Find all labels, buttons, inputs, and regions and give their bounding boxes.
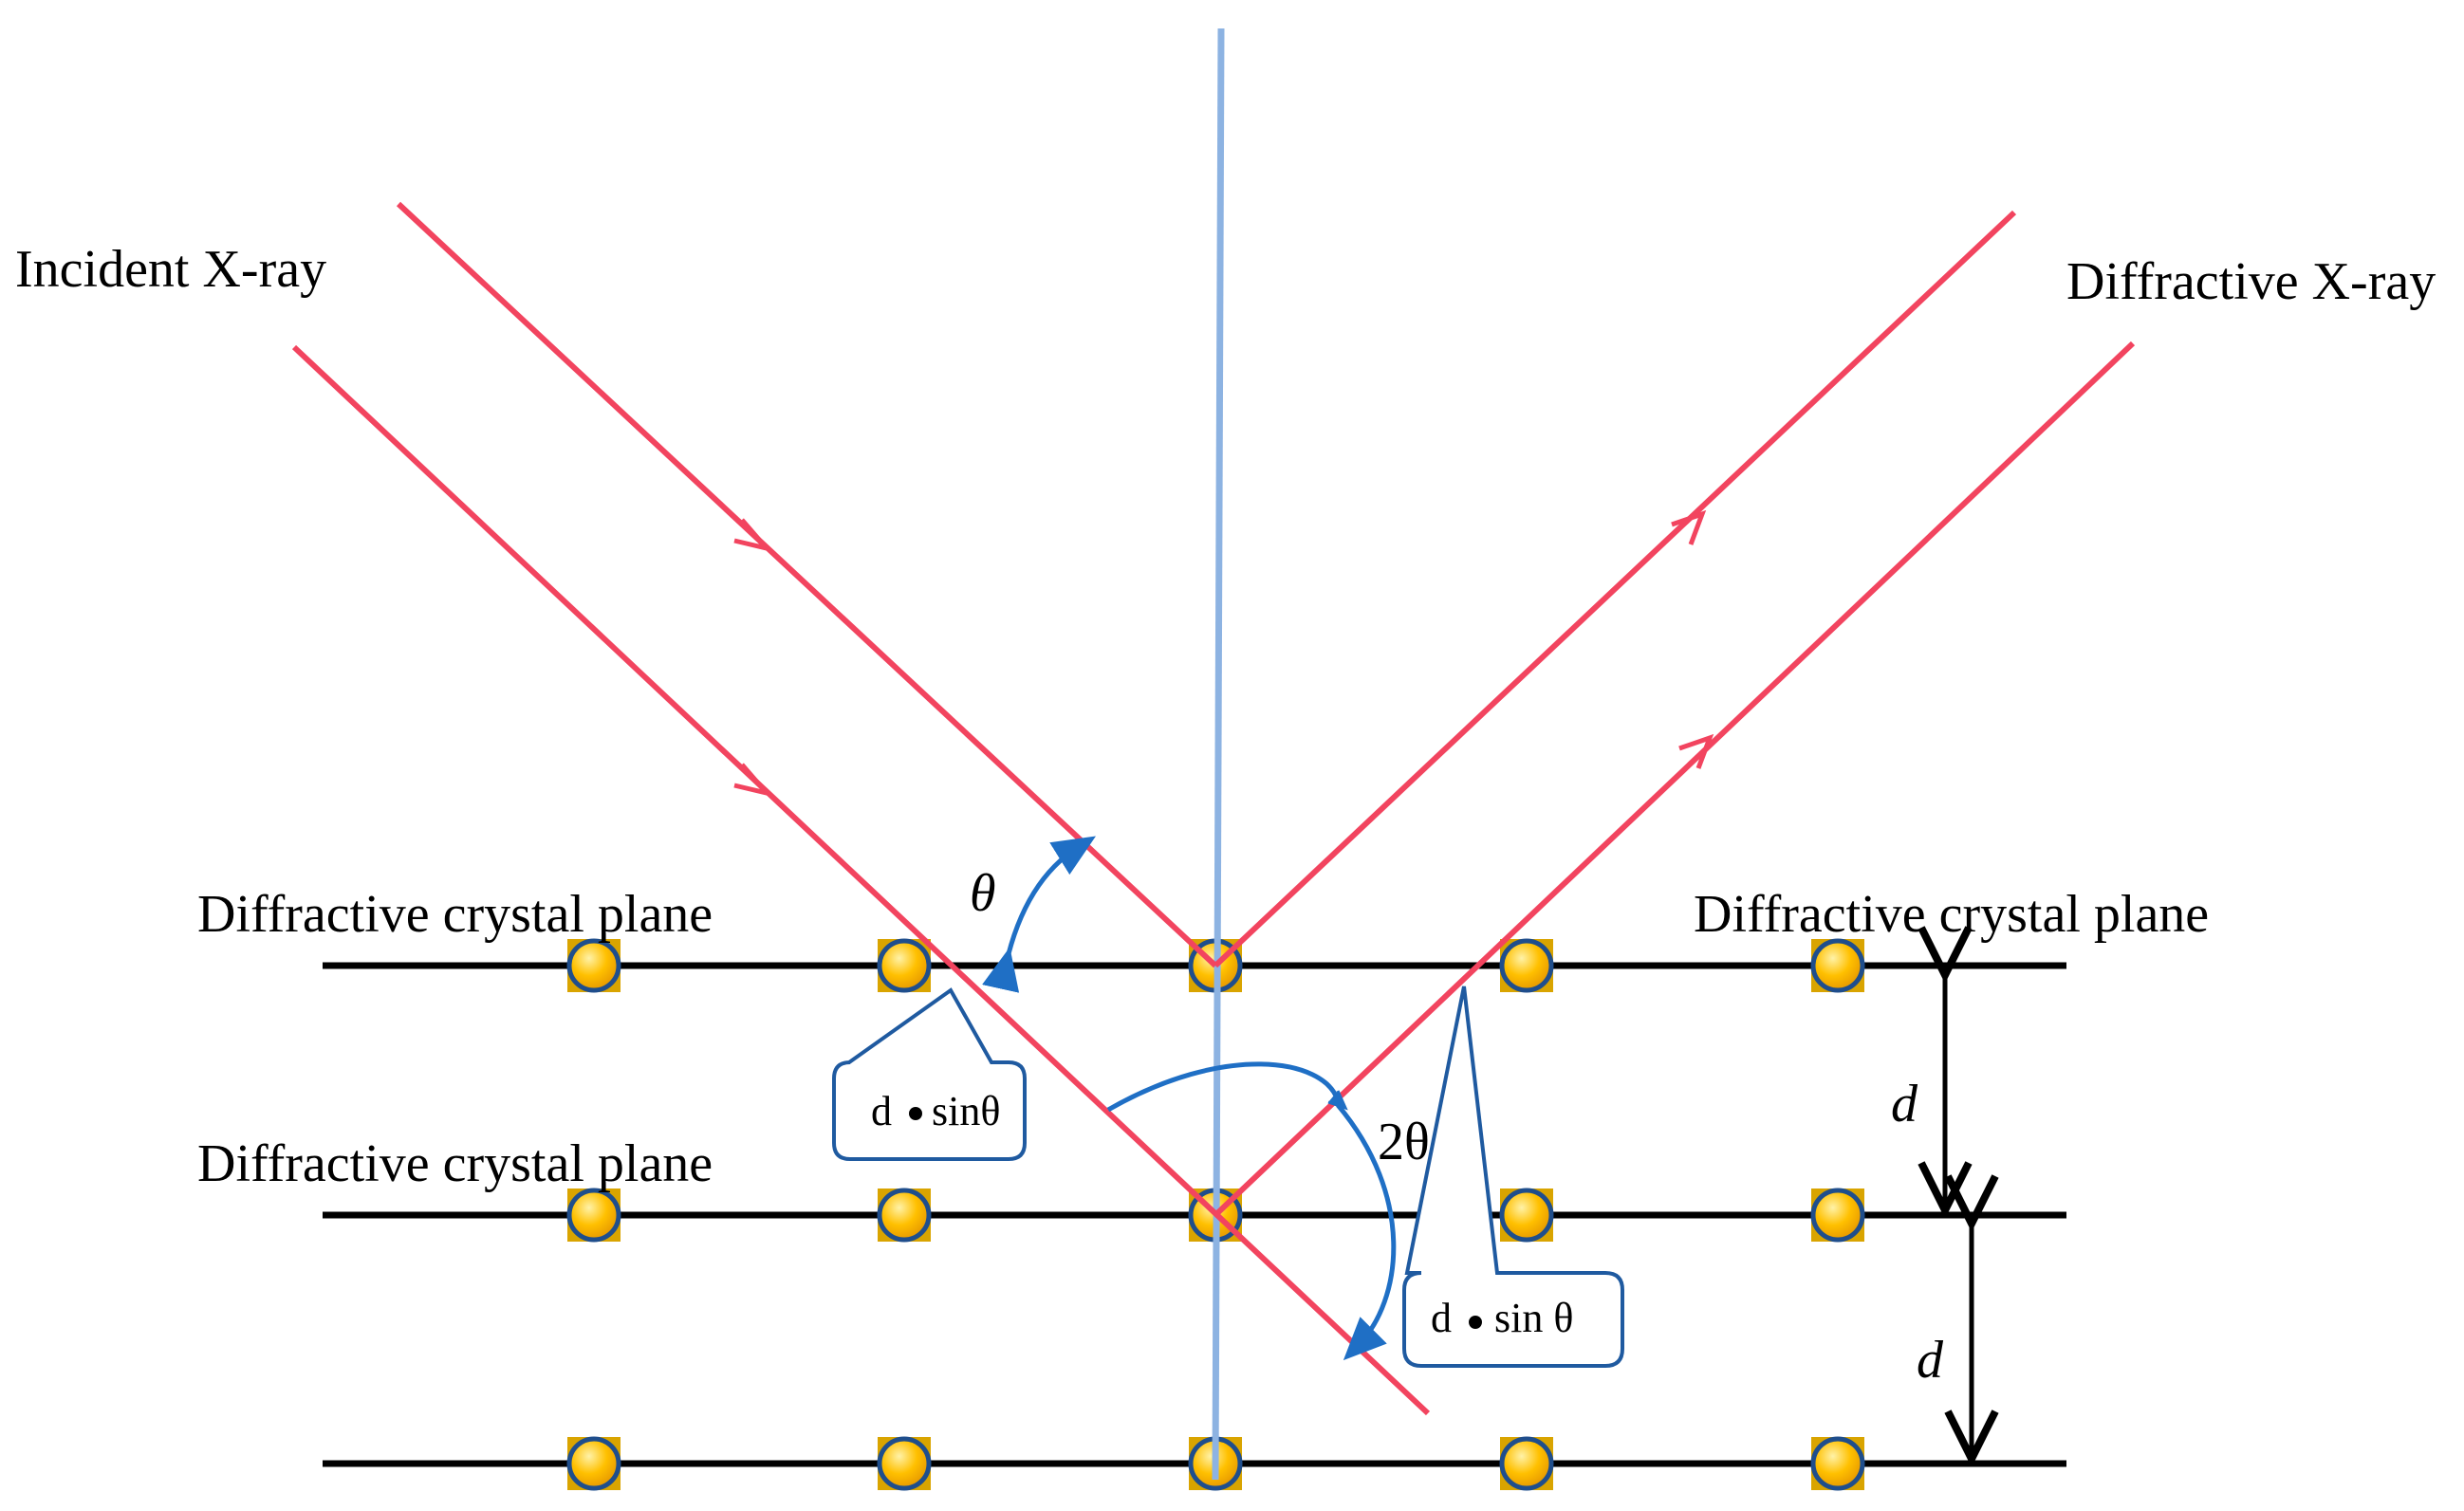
atom: [566, 938, 621, 993]
incident-xray-label: Incident X-ray: [15, 240, 326, 299]
atom: [566, 1188, 621, 1243]
incident-ray-1: [396, 201, 1218, 968]
plane-label-mid-left: Diffractive crystal plane: [197, 1134, 713, 1193]
atom: [877, 1188, 932, 1243]
diffracted-ray-2: [1213, 341, 2136, 1218]
incident-arrow-2: [733, 763, 773, 798]
callout-left-dot: [909, 1107, 922, 1120]
d-label-upper: d: [1891, 1075, 1918, 1133]
two-theta-label: 2θ: [1378, 1113, 1430, 1171]
theta-angle-arc: [982, 836, 1096, 993]
two-theta-arrowhead-top: [1327, 1090, 1348, 1111]
callout-right-box: [1402, 986, 1624, 1368]
normal-line: [1212, 28, 1225, 1481]
callout-right-d: d: [1431, 1295, 1452, 1341]
diffracted-xray-label: Diffractive X-ray: [2066, 252, 2436, 311]
incident-ray-2: [291, 344, 1431, 1416]
callout-left-sin: sinθ: [932, 1088, 1000, 1134]
atom: [1810, 1436, 1865, 1491]
plane-label-top-left: Diffractive crystal plane: [197, 885, 713, 944]
atom: [566, 1436, 621, 1491]
atom: [1810, 1188, 1865, 1243]
callout-left-d: d: [871, 1088, 892, 1134]
incident-arrow-1: [733, 518, 773, 553]
callout-right-dot: [1469, 1316, 1482, 1329]
atom: [1499, 1188, 1554, 1243]
diffracted-ray-1: [1213, 210, 2017, 968]
callout-left-box: [832, 987, 1027, 1161]
theta-label: θ: [970, 864, 996, 923]
two-theta-angle-arc-lower: [1336, 1103, 1397, 1361]
diffracted-arrow-1: [1671, 509, 1707, 545]
two-theta-angle-arc: [1106, 1061, 1341, 1113]
atom: [1499, 938, 1554, 993]
atom: [1499, 1436, 1554, 1491]
atom: [1810, 938, 1865, 993]
diffracted-arrow-2: [1678, 733, 1714, 769]
plane-label-top-right: Diffractive crystal plane: [1694, 885, 2209, 944]
atom: [877, 938, 932, 993]
atom: [877, 1436, 932, 1491]
d-label-lower: d: [1917, 1331, 1944, 1390]
atom-lattice: [566, 938, 1865, 1491]
callout-right-sin: sin θ: [1494, 1295, 1573, 1341]
